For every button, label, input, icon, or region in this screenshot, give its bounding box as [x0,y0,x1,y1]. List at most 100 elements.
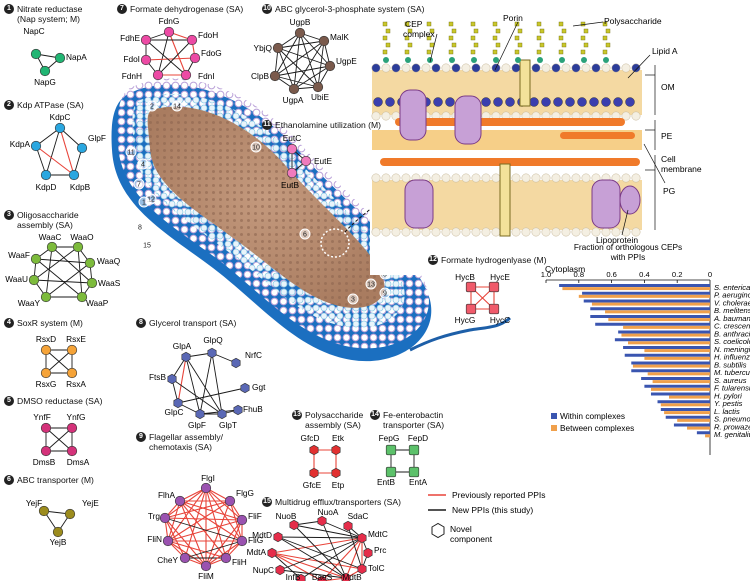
protein-node [30,140,42,152]
porin-label: Porin [503,13,523,23]
protein-node [236,514,248,526]
protein-label: KdpA [10,139,31,149]
ppi-edge [279,537,363,571]
polysaccharide-chain [382,21,391,63]
lipid-a-bead [577,97,587,107]
lipid-head [581,63,591,73]
lipid-head [551,227,561,237]
protein-node [236,535,248,547]
protein-label: NapG [34,77,56,87]
ppi-edge [167,540,227,559]
protein-node [76,142,88,154]
bar-within [582,291,710,295]
lipid-head [471,227,481,237]
protein-label: SdaC [348,511,369,521]
sugar-unit [517,28,523,34]
ppi-edge [35,145,47,176]
lipid-a-bead [529,97,539,107]
protein-node [40,344,52,356]
species-label: B. subtilis [714,360,747,369]
bar-between [669,395,710,399]
protein-node [267,547,277,559]
protein-label: KdpC [50,112,71,122]
lipid-head [561,63,571,73]
ppi-edge [45,349,73,374]
sugar-unit [602,21,608,27]
panel-number-badge: 5 [4,396,14,406]
protein-label: Prc [374,545,386,555]
x-tick-label: 0.6 [606,270,617,279]
sugar-unit [583,42,589,48]
complex-marker [125,146,137,158]
protein-node [72,241,84,253]
bar-within [623,346,710,349]
protein-label: HycG [455,315,476,325]
ppi-edge [177,356,187,404]
sugar-unit [451,28,457,34]
protein-label: FlhA [158,490,176,500]
polysaccharide-chain [602,21,611,63]
bar-between [578,294,710,298]
ppi-edge [45,427,73,452]
lipid-head [411,227,421,237]
protein-node [331,467,341,479]
sugar-unit [561,42,567,48]
lipid-head [561,173,571,183]
protein-label: UgpE [336,56,357,66]
panel-number-badge: 10 [262,4,272,14]
protein-node [294,27,306,39]
panel-number-badge: 13 [292,410,302,420]
cytoplasm-dots [147,106,385,308]
protein-label: TolC [368,563,385,573]
protein-label: KdpD [36,182,57,192]
lipid-head [371,111,381,121]
lipid-a-label: Lipid A [652,46,678,56]
panel-title-line: transporter (SA) [383,420,445,430]
chart-title-line: Fraction of orthologous CEPs [574,242,682,252]
lipid-head [541,227,551,237]
complex-marker [141,239,153,251]
bar-within [590,315,710,318]
bar-within [590,307,710,311]
ppi-edge [157,39,193,76]
complex-marker [133,178,145,190]
protein-node [233,404,243,416]
protein-node [66,422,78,434]
ppi-edge [293,520,323,526]
lipid-head [631,173,641,183]
core-sugar [537,57,543,63]
protein-node [140,54,152,66]
protein-node [30,253,42,265]
complex-marker-number: 9 [383,291,387,298]
ppi-edge [35,258,83,298]
lipid-head [481,63,491,73]
pg-label: PG [663,186,675,196]
protein-node [54,122,66,134]
lipid-a-bead [433,97,443,107]
bar-between [660,403,710,407]
sugar-unit [429,42,435,48]
bar-between [644,356,710,360]
protein-label: NapA [66,52,87,62]
bar-within [583,299,710,303]
lipid-head [621,63,631,73]
lipid-a-bead [589,97,599,107]
zoom-circle [320,228,350,258]
complex-marker [379,287,391,299]
protein-node [189,52,201,64]
protein-label: EntA [409,477,427,487]
ppi-edge [185,356,201,415]
protein-label: Etp [332,480,345,490]
ppi-edge [33,279,93,284]
ppi-edge [229,500,243,542]
sugar-unit [407,42,413,48]
species-label: S. coelicolor [714,337,750,346]
complex-marker-number: 6 [303,232,307,239]
ppi-edge [171,378,223,415]
